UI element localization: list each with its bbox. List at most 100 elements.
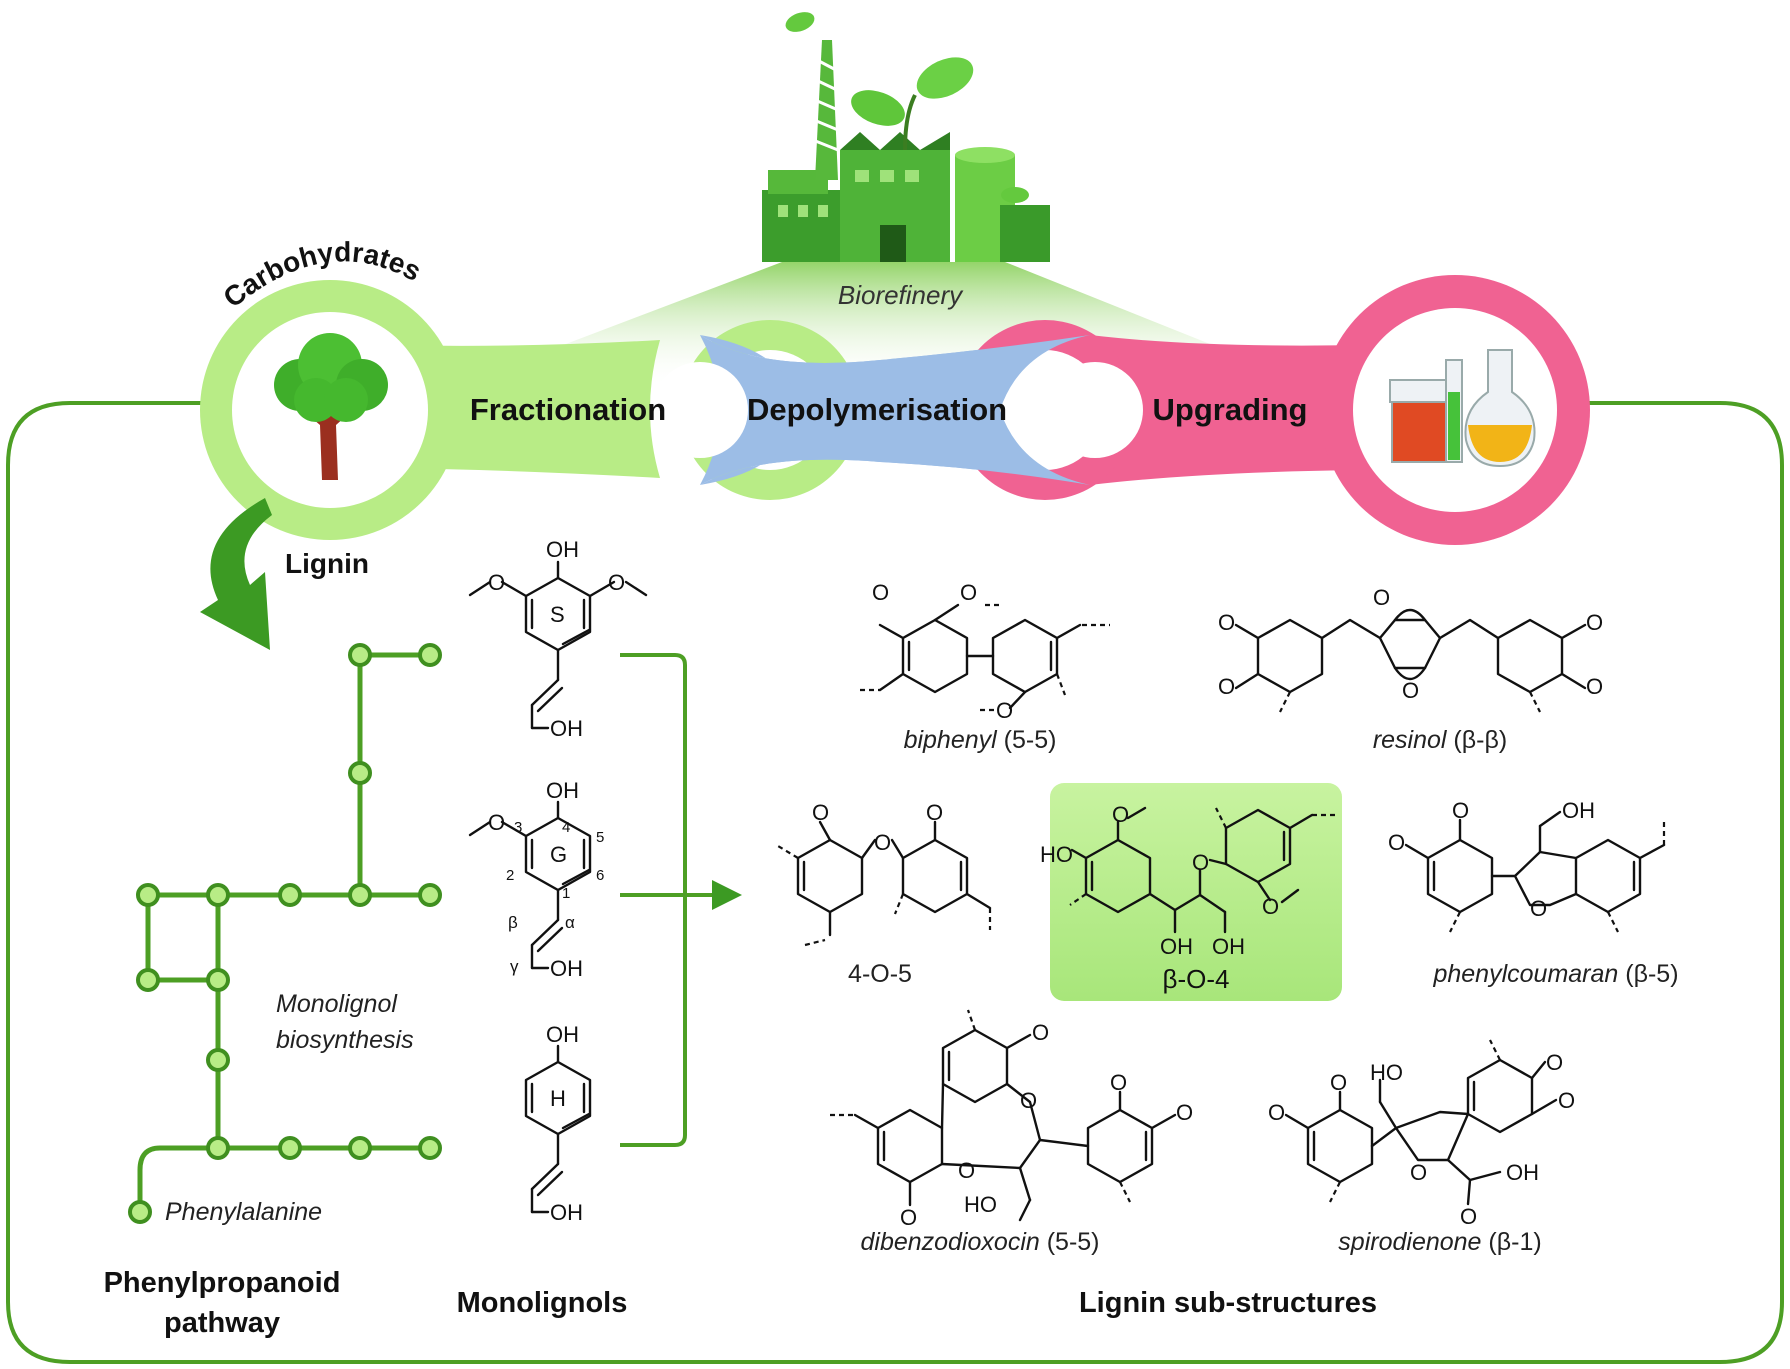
ether-o-3: O xyxy=(926,800,943,825)
resinol-o-2: O xyxy=(1402,678,1419,703)
biphenyl-o-3: O xyxy=(996,698,1013,723)
h-oh-bottom: OH xyxy=(550,1200,583,1225)
dioxocin-o-4: O xyxy=(900,1205,917,1230)
diaryl-ether-structure: O O O xyxy=(777,800,992,947)
g-alpha: α xyxy=(565,913,575,932)
biphenyl-caption: biphenyl (5-5) xyxy=(904,726,1057,754)
resinol-caption: resinol (β-β) xyxy=(1373,726,1507,754)
beta-o-methoxy: O xyxy=(1112,802,1129,827)
pathway-node xyxy=(128,1200,152,1224)
spiro-o-3: O xyxy=(1330,1070,1347,1095)
phenylcoumaran-structure: O OH O O xyxy=(1388,798,1666,933)
dioxocin-o-6: O xyxy=(1176,1100,1193,1125)
s-o-right: O xyxy=(608,570,625,595)
pathway-node xyxy=(206,968,230,992)
pathway-network xyxy=(137,652,430,1212)
pathway-node xyxy=(278,883,302,907)
fractionation-label: Fractionation xyxy=(470,392,666,427)
lignin-substructures-label: Lignin sub-structures xyxy=(1079,1287,1377,1319)
monolignol-h: OH H OH xyxy=(524,1022,592,1225)
bracket-arrowhead xyxy=(712,880,742,910)
g-unit-label: G xyxy=(550,842,567,867)
beta-ho: HO xyxy=(1040,842,1073,867)
coumaran-oh: OH xyxy=(1562,798,1595,823)
spiro-o-ketone: O xyxy=(1546,1050,1563,1075)
dioxocin-o-2: O xyxy=(958,1158,975,1183)
g-o-left: O xyxy=(488,810,505,835)
dibenzodioxocin-caption: dibenzodioxocin (5-5) xyxy=(860,1228,1099,1256)
pathway-node xyxy=(136,968,160,992)
pathway-nodes xyxy=(128,643,442,1224)
resinol-o-4: O xyxy=(1218,674,1235,699)
spirodienone-structure: O O HO OH O O O O xyxy=(1268,1039,1575,1229)
resinol-o-5: O xyxy=(1586,610,1603,635)
resinol-o-1: O xyxy=(1373,585,1390,610)
g-pos-4: 4 xyxy=(562,819,570,836)
g-pos-3: 3 xyxy=(514,819,522,836)
g-oh-top: OH xyxy=(546,778,579,803)
g-pos-2: 2 xyxy=(506,867,514,884)
pathway-node xyxy=(136,883,160,907)
pathway-node xyxy=(418,1136,442,1160)
pathway-node xyxy=(206,883,230,907)
pathway-node xyxy=(418,883,442,907)
s-unit-label: S xyxy=(550,602,565,627)
pathway-node xyxy=(348,1136,372,1160)
monolignol-g: OH O G 1 2 3 4 5 6 α β γ OH xyxy=(468,778,604,981)
spiro-o-ring: O xyxy=(1410,1160,1427,1185)
factory-icon xyxy=(762,12,1050,262)
pathway-node xyxy=(278,1136,302,1160)
diaryl-ether-caption: 4-O-5 xyxy=(848,960,912,988)
lignin-arrow xyxy=(200,498,272,650)
s-o-left: O xyxy=(488,570,505,595)
h-oh-top: OH xyxy=(546,1022,579,1047)
g-pos-1: 1 xyxy=(562,885,570,902)
dioxocin-ho: HO xyxy=(964,1192,997,1217)
h-unit-label: H xyxy=(550,1086,566,1111)
resinol-o-6: O xyxy=(1586,674,1603,699)
glassware-icon xyxy=(1389,349,1536,468)
biosynthesis-label-2: biosynthesis xyxy=(276,1026,414,1054)
ether-o-2: O xyxy=(812,800,829,825)
coumaran-o-3: O xyxy=(1452,798,1469,823)
beta-o-4-highlight xyxy=(1050,783,1342,1001)
biphenyl-o-2: O xyxy=(960,580,977,605)
beta-oh-2: OH xyxy=(1212,934,1245,959)
biphenyl-o-1: O xyxy=(872,580,889,605)
monolignols-label: Monolignols xyxy=(457,1287,628,1319)
g-pos-6: 6 xyxy=(596,867,604,884)
g-oh-bottom: OH xyxy=(550,956,583,981)
g-beta: β xyxy=(508,913,518,932)
beta-o-ether: O xyxy=(1192,850,1209,875)
resinol-o-3: O xyxy=(1218,610,1235,635)
g-gamma: γ xyxy=(510,957,519,976)
ether-o: O xyxy=(874,830,891,855)
dioxocin-o-1: O xyxy=(1020,1088,1037,1113)
s-oh-bottom: OH xyxy=(550,716,583,741)
pathway-node xyxy=(348,643,372,667)
spiro-oh: OH xyxy=(1506,1160,1539,1185)
spiro-o-methoxy: O xyxy=(1460,1204,1477,1229)
lignin-label: Lignin xyxy=(285,548,369,579)
phenylalanine-label: Phenylalanine xyxy=(165,1198,322,1226)
beta-oh-1: OH xyxy=(1160,934,1193,959)
beta-o-4-structure: HO O O O OH OH xyxy=(1040,802,1338,959)
pathway-node xyxy=(348,761,372,785)
spiro-ho: HO xyxy=(1370,1060,1403,1085)
pathway-node xyxy=(418,643,442,667)
spirodienone-caption: spirodienone (β-1) xyxy=(1338,1228,1541,1256)
phenylcoumaran-caption: phenylcoumaran (β-5) xyxy=(1432,960,1678,988)
monolignol-s: OH O O S OH xyxy=(468,537,648,741)
spiro-o-2: O xyxy=(1268,1100,1285,1125)
bracket-connector xyxy=(620,653,720,1147)
depolymerisation-label: Depolymerisation xyxy=(747,392,1007,427)
coumaran-o-2: O xyxy=(1388,830,1405,855)
pathway-node xyxy=(206,1048,230,1072)
beta-o-methoxy-2: O xyxy=(1262,894,1279,919)
biorefinery-label: Biorefinery xyxy=(838,280,964,310)
tree-icon xyxy=(274,333,388,480)
phenylpropanoid-label-2: pathway xyxy=(164,1307,280,1339)
resinol-structure: O O O O O O xyxy=(1218,585,1603,713)
spiro-o-4: O xyxy=(1558,1088,1575,1113)
